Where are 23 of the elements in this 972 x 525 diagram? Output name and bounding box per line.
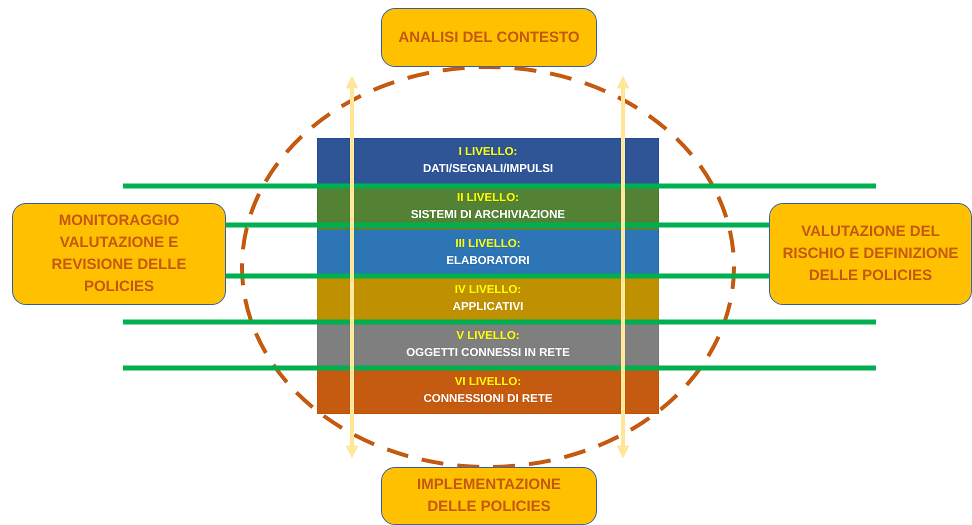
- level-name: APPLICATIVI: [452, 300, 524, 315]
- level-title: IV LIVELLO:: [454, 283, 522, 298]
- phase-box: [381, 8, 597, 67]
- phase-box: [769, 203, 972, 305]
- level-name: CONNESSIONI DI RETE: [423, 392, 553, 407]
- level-name: DATI/SEGNALI/IMPULSI: [422, 162, 554, 177]
- layer-band: [317, 368, 659, 414]
- level-name: SISTEMI DI ARCHIVIAZIONE: [410, 208, 566, 223]
- level-title: II LIVELLO:: [457, 191, 519, 206]
- phase-label: ANALISI DEL CONTESTO: [398, 28, 580, 48]
- level-name: OGGETTI CONNESSI IN RETE: [406, 346, 570, 361]
- level-title: V LIVELLO:: [456, 329, 520, 344]
- level-title: III LIVELLO:: [455, 237, 521, 252]
- layer-band: [317, 230, 659, 276]
- phase-box: [12, 203, 226, 305]
- phase-box: [381, 467, 597, 525]
- phase-label: IMPLEMENTAZIONE DELLE POLICIES: [416, 475, 562, 517]
- phase-label: VALUTAZIONE DEL RISCHIO E DEFINIZIONE DELLE POLICIES: [782, 222, 960, 286]
- phase-label: MONITORAGGIO VALUTAZIONE E REVISIONE DELLE POLICIES: [50, 211, 188, 297]
- level-title: I LIVELLO:: [458, 145, 518, 160]
- layer-band: [317, 138, 659, 184]
- level-name: ELABORATORI: [446, 254, 530, 269]
- level-title: VI LIVELLO:: [454, 375, 522, 390]
